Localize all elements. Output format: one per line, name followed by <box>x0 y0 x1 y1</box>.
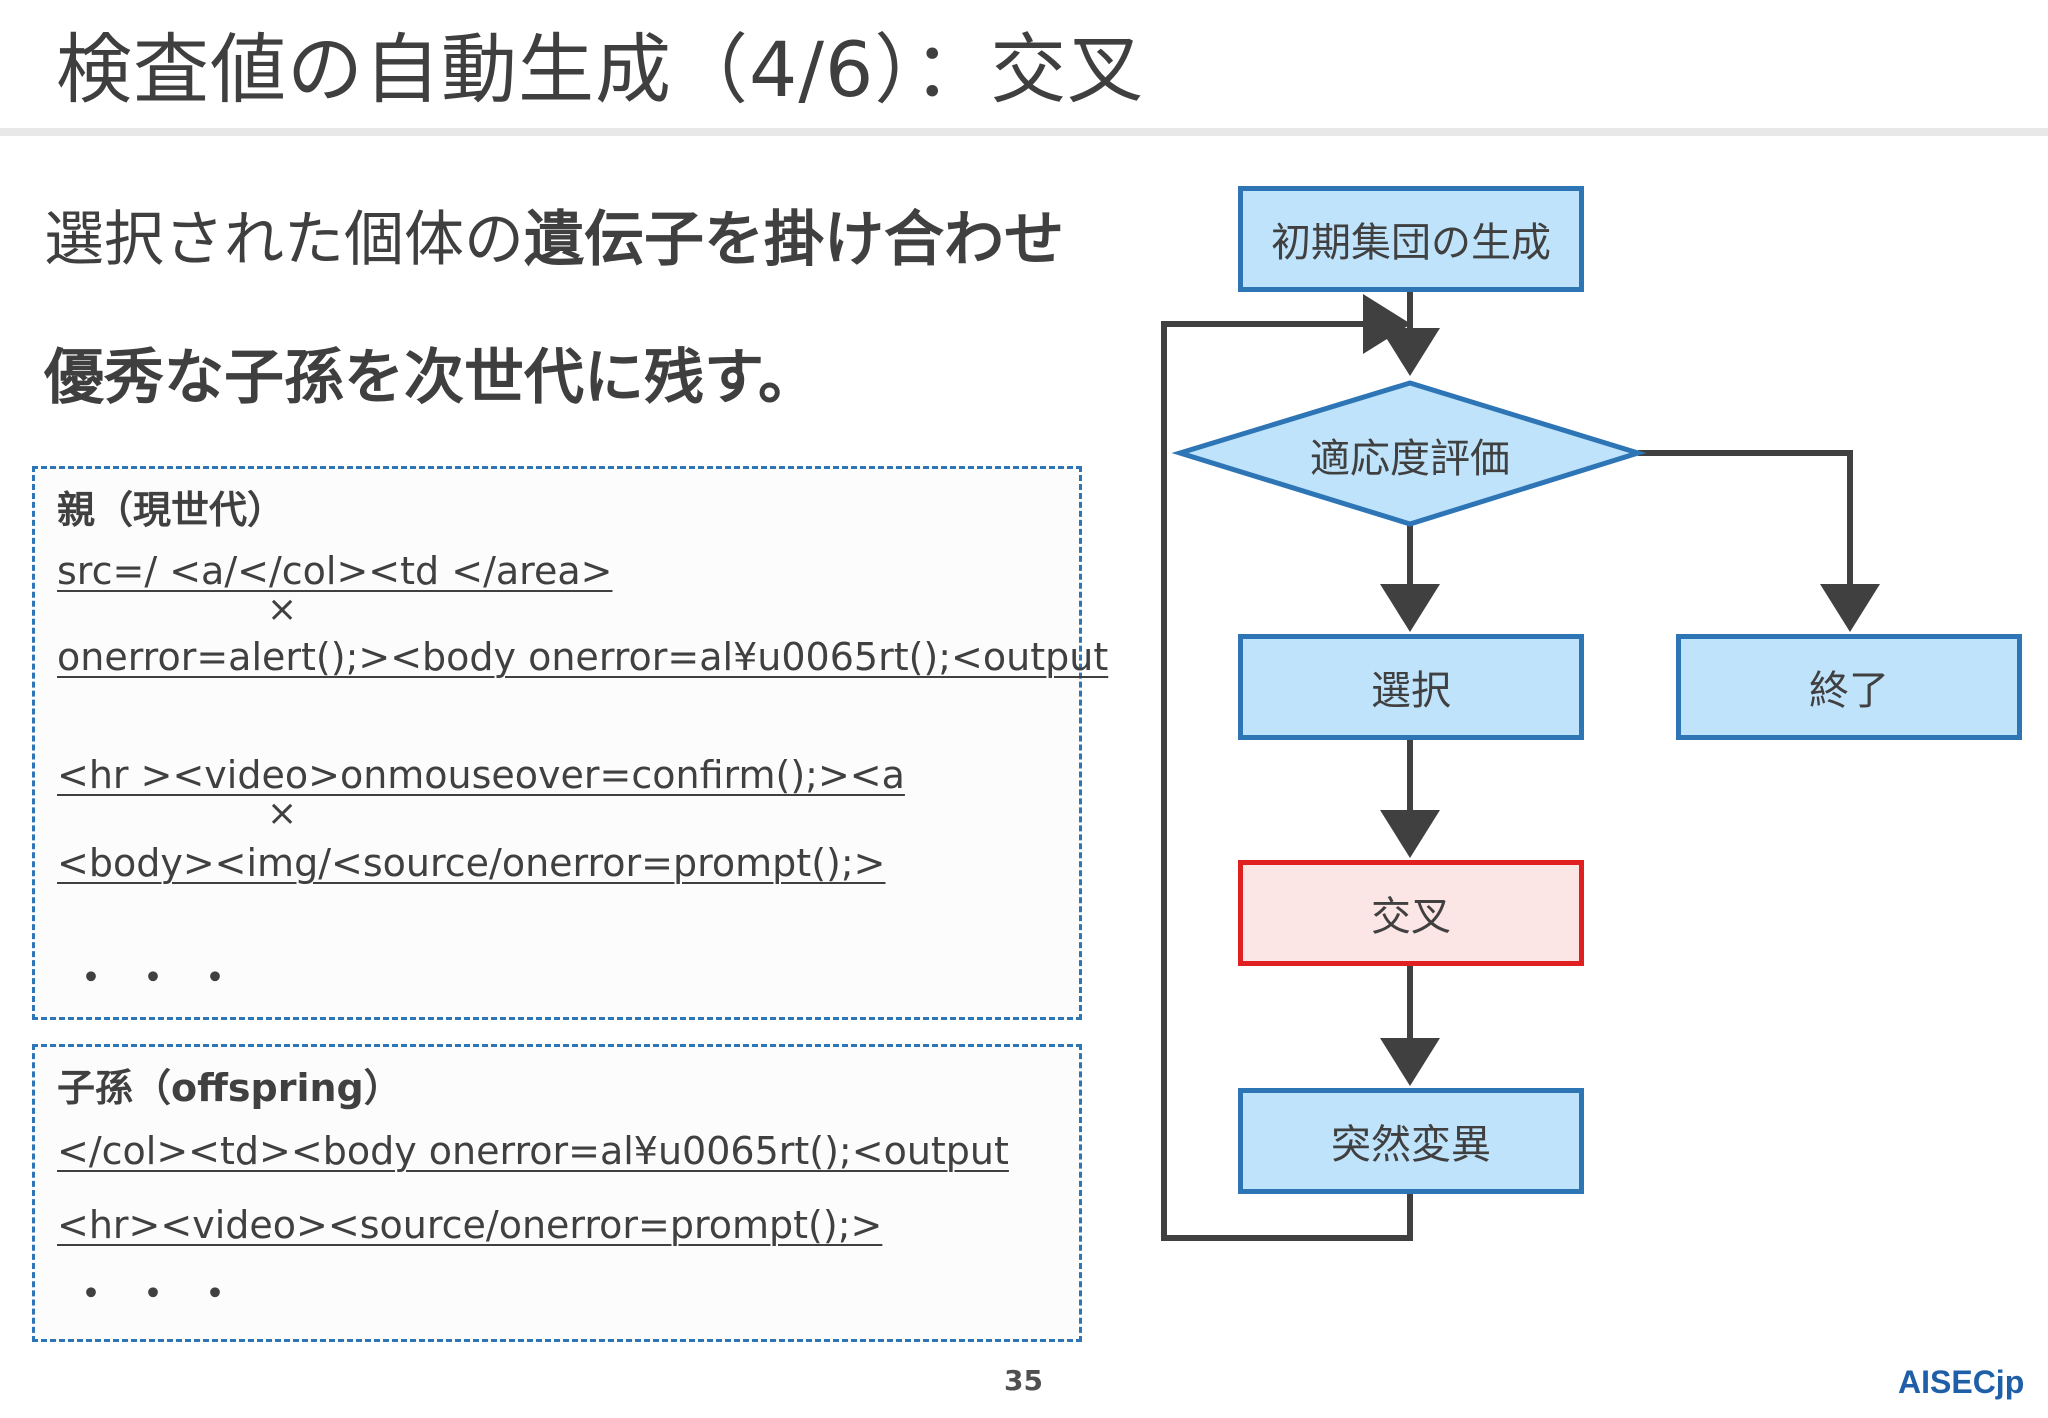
cross-mark-1: × <box>267 589 298 630</box>
parent-2a: <hr ><video>onmouseover=confirm();><a <box>57 753 905 797</box>
node-mutation: 突然変異 <box>1238 1088 1584 1194</box>
lead-line-2: 優秀な子孫を次世代に残す。 <box>44 343 818 413</box>
lead-line-1: 選択された個体の遺伝子を掛け合わせ <box>44 200 1064 280</box>
parent-2b: <body><img/<source/onerror=prompt();> <box>57 841 886 885</box>
offspring-2: <hr><video><source/onerror=prompt();> <box>57 1203 883 1247</box>
parents-heading: 親（現世代） <box>57 488 286 532</box>
node-evaluate-label: 適応度評価 <box>1310 436 1510 482</box>
loop-back-connector <box>1161 294 1413 1241</box>
node-end: 終了 <box>1676 634 2022 740</box>
offspring-1: </col><td><body onerror=al¥u0065rt();<ou… <box>57 1129 1009 1173</box>
parents-ellipsis: ・・・ <box>71 955 257 1001</box>
offspring-ellipsis: ・・・ <box>71 1271 257 1317</box>
lead-line-1-bold: 遺伝子を掛け合わせ <box>524 205 1064 275</box>
node-init: 初期集団の生成 <box>1238 186 1584 292</box>
title-divider <box>0 128 2048 136</box>
parents-box: 親（現世代） src=/ <a/</col><td </area> × oner… <box>32 466 1108 1020</box>
offspring-heading: 子孫（offspring） <box>57 1066 402 1110</box>
node-select: 選択 <box>1238 634 1584 740</box>
aisec-logo: AISECjp <box>1898 1364 2025 1400</box>
parent-1a: src=/ <a/</col><td </area> <box>57 549 613 593</box>
cross-mark-2: × <box>267 793 298 834</box>
offspring-box: 子孫（offspring） </col><td><body onerror=al… <box>32 1044 1082 1342</box>
lead-line-1-normal: 選択された個体の <box>44 205 524 275</box>
arrow-evaluate-to-end <box>1638 450 1880 632</box>
slide-title: 検査値の自動生成（4/6）：交叉 <box>56 25 1145 114</box>
node-crossover: 交叉 <box>1238 860 1584 966</box>
parent-1b: onerror=alert();><body onerror=al¥u0065r… <box>57 635 1109 679</box>
page-number: 35 <box>1004 1364 1043 1397</box>
evaluate-diamond <box>1171 380 1647 527</box>
